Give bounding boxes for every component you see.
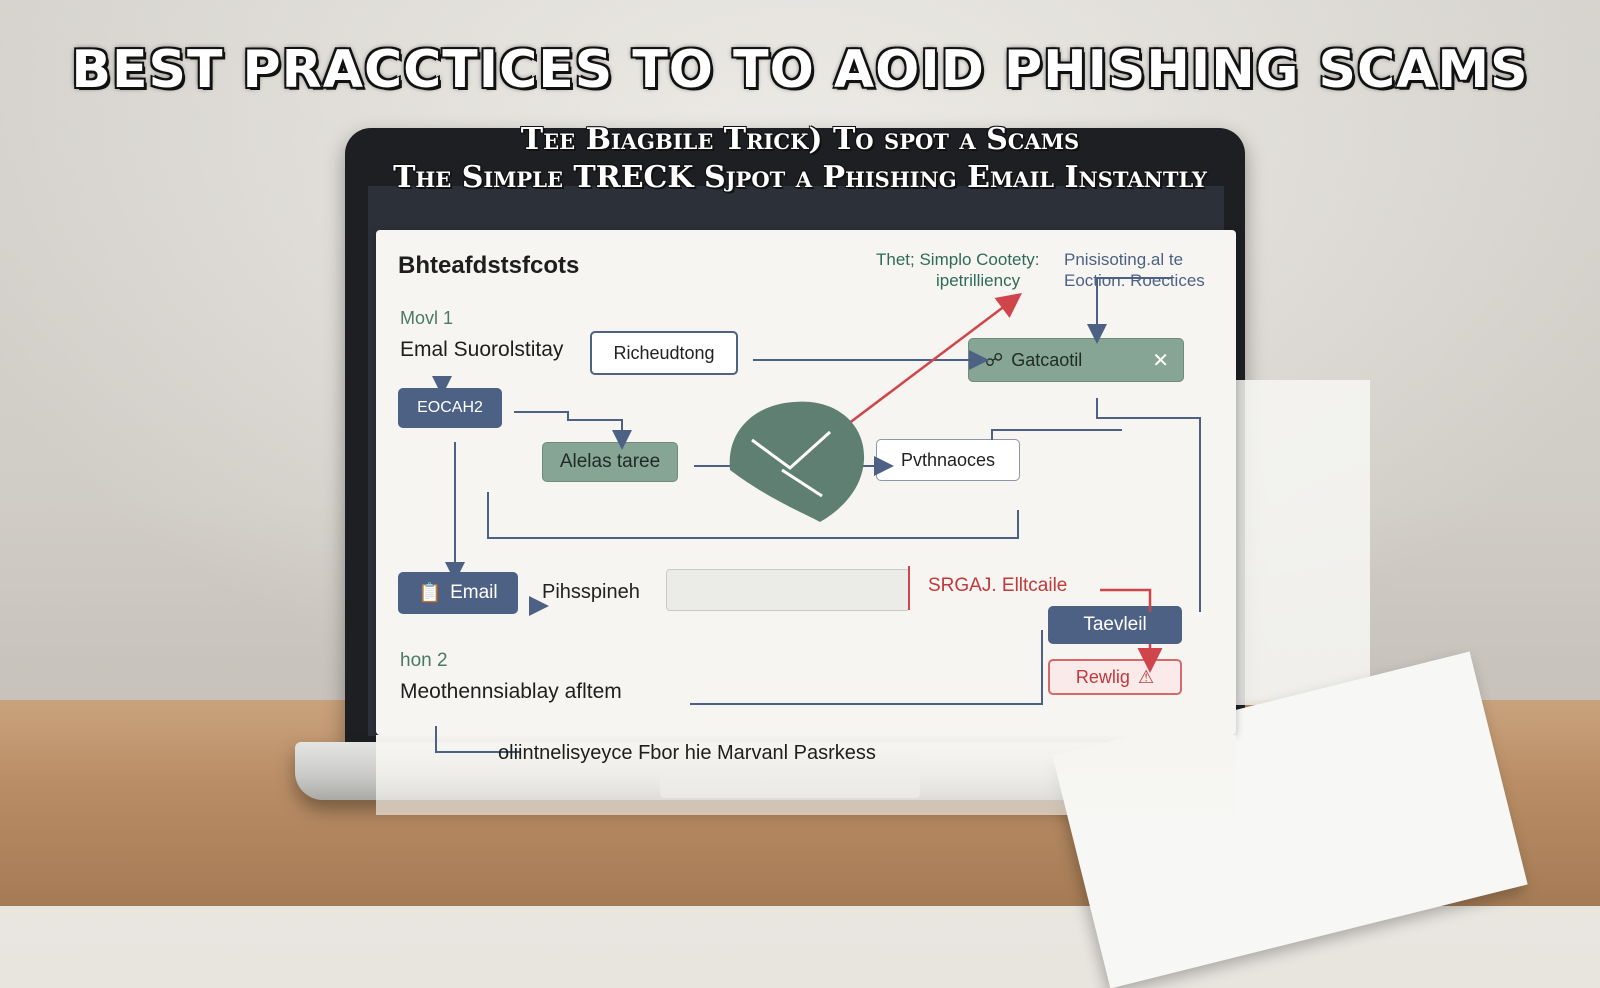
alert-button[interactable]: Alelas taree [542, 442, 678, 482]
alert-icon: ⚠ [1137, 666, 1155, 687]
subtitle-line-2: The Simple TRECK Sjpot a Phishing Email … [393, 160, 1207, 195]
check-button[interactable]: Richeudtong [590, 331, 738, 375]
url-input-field[interactable] [666, 569, 910, 611]
email-security-label: Emal Suorolstitay [400, 338, 564, 361]
paper-sheet-back [1235, 380, 1370, 705]
step-1-label: Movl 1 [400, 308, 454, 328]
headline: BEST PRACCTICES TO TO AOID PHISHING SCAM… [71, 40, 1529, 100]
footer-text: oliintnelisyeyce Fbor hie Marvanl Pasrke… [498, 742, 876, 764]
clipboard-icon: 📋 [418, 583, 443, 604]
result-box[interactable]: ☍ Gatcaotil ✕ [968, 338, 1184, 382]
top-right-text-2: ipetrilliency [936, 271, 1021, 290]
email-button-label: Email [450, 582, 498, 603]
navy-tag[interactable]: EOCAH2 [398, 388, 502, 428]
link-icon: ☍ [985, 349, 1004, 370]
review-button[interactable]: Rewlig ⚠ [1048, 659, 1182, 695]
email-button[interactable]: 📋 Email [398, 572, 518, 614]
diagram-panel: Bhteafdstsfcots Thet; Simplo Cootety: Pn… [376, 230, 1236, 735]
warning-divider [908, 566, 910, 610]
phish-label: Pihsspineh [542, 581, 640, 603]
step-2-label: hon 2 [400, 650, 448, 671]
method-label: Meothennsiablay afltem [400, 680, 622, 703]
subtitle-line-1: Tee Biagbile Trick) To spot a Scams [520, 122, 1080, 157]
review-label: Rewlig [1075, 666, 1130, 687]
top-right-text-2b: Eoction: Roectices [1064, 271, 1205, 290]
result-label: Gatcaotil [1011, 349, 1083, 370]
warning-text: SRGAJ. Elltcaile [928, 575, 1068, 596]
panel-title: Bhteafdstsfcots [398, 252, 580, 279]
close-icon[interactable]: ✕ [1152, 349, 1169, 372]
phishing-box[interactable]: Pvthnaoces [876, 439, 1020, 481]
travel-button[interactable]: Taevleil [1048, 606, 1182, 644]
top-right-text-1: Thet; Simplo Cootety: [876, 250, 1040, 269]
top-right-text-1b: Pnisisoting.al te [1064, 250, 1184, 269]
